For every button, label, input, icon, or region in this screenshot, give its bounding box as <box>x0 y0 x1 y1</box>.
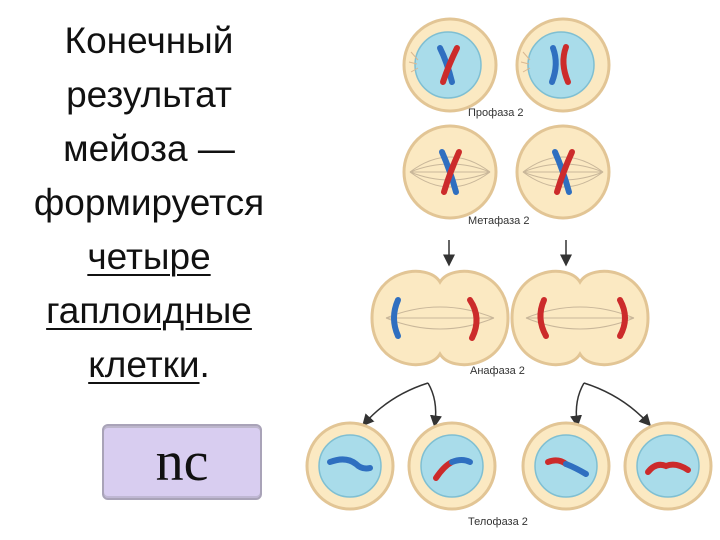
prophase-cell-left <box>402 17 498 113</box>
caption-line-5: четыре <box>87 236 211 277</box>
chromosome-pair <box>437 45 460 85</box>
caption-line-1: Конечный <box>64 20 234 61</box>
chromosome-pair <box>439 149 462 195</box>
ploidy-badge: nc <box>102 424 262 500</box>
caption-line-6: гаплоидные <box>46 290 252 331</box>
telophase-cell-4 <box>623 421 713 511</box>
stage-label-metaphase: Метафаза 2 <box>468 215 529 227</box>
prophase-cell-right <box>515 17 611 113</box>
anaphase-cell-left <box>370 269 510 367</box>
anaphase-cell-right <box>510 269 650 367</box>
arrow-curved-icon <box>427 382 442 428</box>
metaphase-cell-left <box>402 124 498 220</box>
stage-label-telophase: Телофаза 2 <box>468 516 528 528</box>
caption-line-7-word: клетки <box>88 344 200 385</box>
telophase-cell-2 <box>407 421 497 511</box>
telophase-cell-1 <box>305 421 395 511</box>
chromosome-set <box>391 297 480 341</box>
caption-line-2: результат <box>66 74 232 115</box>
arrow-curved-icon <box>570 382 585 428</box>
telophase-cell-3 <box>521 421 611 511</box>
arrow-curved-icon <box>362 382 429 427</box>
caption-text: Конечный результат мейоза — формируется … <box>10 14 288 392</box>
arrow-curved-icon <box>583 382 652 427</box>
stage-label-prophase: Профаза 2 <box>468 107 524 119</box>
caption-line-7-period: . <box>199 344 210 385</box>
stage-label-anaphase: Анафаза 2 <box>470 365 525 377</box>
caption-line-4: формируется <box>33 182 265 223</box>
chromosome-set <box>537 297 628 339</box>
chromosome-pair <box>552 149 575 195</box>
chromosome-pair <box>549 44 571 85</box>
caption-line-7: клетки. <box>10 338 288 392</box>
caption-line-3: мейоза — <box>63 128 235 169</box>
metaphase-cell-right <box>515 124 611 220</box>
